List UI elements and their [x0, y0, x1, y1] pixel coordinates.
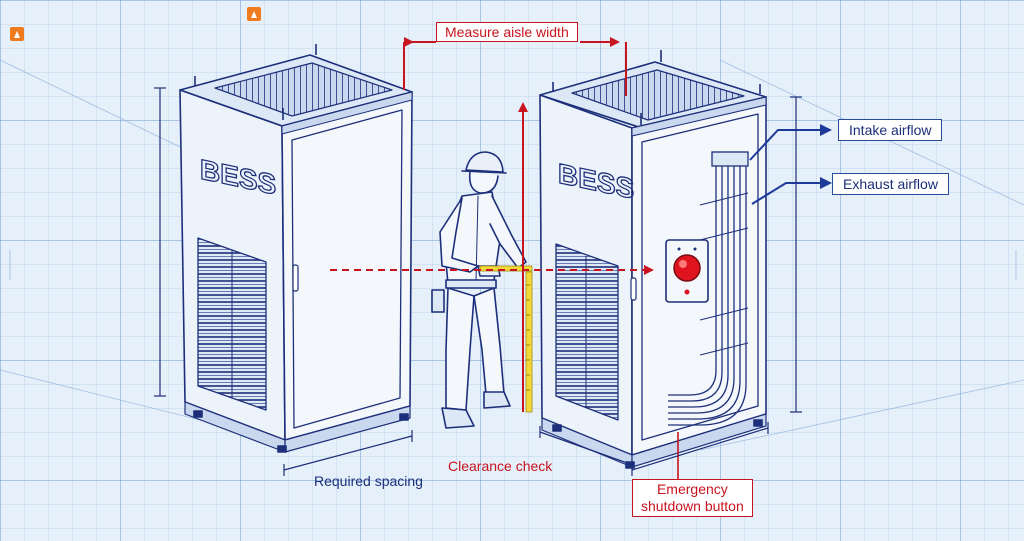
label-clearance-check: Clearance check — [448, 458, 553, 474]
worker-figure — [431, 151, 527, 429]
left-cabinet — [179, 44, 413, 453]
label-emergency-line1: Emergency — [656, 481, 728, 497]
label-measure-aisle-width: Measure aisle width — [436, 22, 578, 42]
label-exhaust-airflow: Exhaust airflow — [832, 173, 949, 195]
badge-icon — [247, 7, 261, 21]
airflow-arrows — [749, 124, 832, 205]
dimension-lines — [154, 87, 802, 476]
badge-icon — [10, 27, 24, 41]
label-emergency-shutdown: Emergency shutdown button — [632, 479, 753, 517]
label-required-spacing: Required spacing — [314, 473, 423, 489]
label-intake-airflow: Intake airflow — [838, 119, 943, 141]
cable-duct — [668, 151, 749, 426]
aisle-width-bracket — [403, 37, 627, 96]
right-cabinet — [539, 50, 767, 469]
measuring-tape — [479, 265, 533, 413]
label-emergency-line2: shutdown button — [641, 498, 744, 514]
emergency-stop-button — [665, 239, 709, 303]
